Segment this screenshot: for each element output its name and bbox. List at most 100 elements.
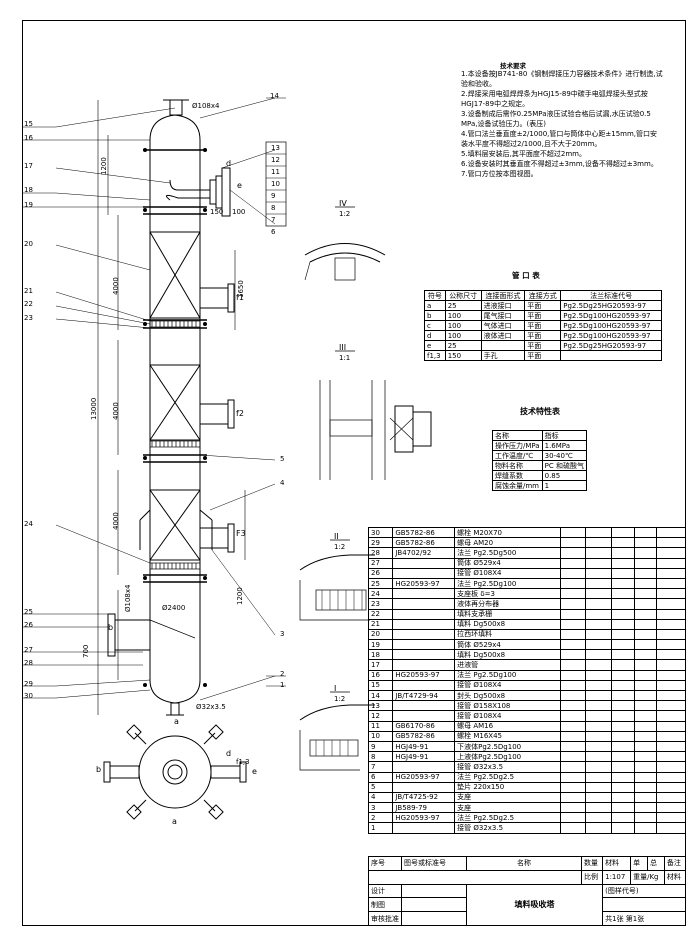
note-line: 验和验收。 (461, 80, 496, 88)
bom-name: 液体再分布器 (454, 598, 561, 610)
bom-empty-cell (656, 547, 686, 559)
bom-empty-cell (559, 771, 587, 783)
bom-empty-cell (656, 659, 686, 671)
leader-2: 2 (280, 670, 285, 678)
bom-header-no: 序号 (368, 856, 402, 871)
plan-a-label: a (172, 817, 177, 826)
note-line: 4.管口法兰垂直度±2/1000,管口与筒体中心距±15mm,管口安 (461, 130, 658, 138)
bom-empty-cell (559, 710, 587, 722)
bom-code (392, 679, 456, 692)
tech-table-title: 技术特性表 (520, 407, 560, 416)
dim-bottom-pipe: Ø32x3.5 (196, 703, 226, 711)
bom-name: 法兰 Pg2.5Dg500 (454, 547, 561, 559)
bom-empty-cell (611, 720, 635, 732)
bom-empty-cell (633, 781, 658, 793)
bom-empty-cell (611, 557, 635, 569)
bom-empty-cell (633, 628, 658, 641)
table-cell: 物料名称 (492, 460, 543, 471)
bom-empty-cell (559, 618, 587, 630)
bom-empty-cell (633, 730, 658, 742)
bom-name: 支座板 δ=3 (454, 588, 561, 600)
bom-empty-cell (656, 822, 686, 834)
table-cell: 手孔 (480, 350, 526, 361)
table-cell: Pg2.5Dg25HG20593-97 (560, 300, 662, 311)
table-header: 连接面形式 (480, 290, 526, 301)
bom-name: 封头 Dg500x8 (454, 689, 561, 702)
table-cell: 25 (444, 340, 482, 351)
leader-23: 23 (24, 314, 33, 322)
dim-top-nozzle: Ø108x4 (192, 102, 220, 110)
plan-e-label: e (252, 767, 257, 776)
bom-code: GB5782-86 (392, 537, 456, 549)
bom-name: 螺栓 M20X70 (454, 526, 561, 539)
table-header: 公称尺寸 (444, 290, 482, 301)
bom-empty-cell (656, 588, 686, 600)
title-row: 比例 1:107 重量/Kg 材料 (368, 869, 687, 885)
bom-name: 接管 Ø32x3.5 (454, 822, 561, 834)
bom-empty-cell (656, 526, 686, 539)
bom-empty-cell (611, 537, 635, 549)
bom-empty-cell (585, 588, 613, 600)
bom-empty-cell (559, 689, 587, 702)
bom-empty-cell (585, 720, 613, 732)
bom-code (392, 822, 456, 834)
nozzle-table-title: 管 口 表 (512, 271, 540, 280)
bom-code: HG20593-97 (392, 577, 456, 590)
leader-24: 24 (24, 520, 33, 528)
bom-name: 法兰 Pg2.5Dg100 (454, 577, 561, 590)
bom-empty-cell (585, 547, 613, 559)
dim-4000-c: 4000 (112, 512, 120, 530)
table-cell: 1.6MPa (541, 440, 587, 451)
bom-empty-cell (656, 740, 686, 753)
view-i-scale: 1:2 (334, 695, 346, 703)
table-cell: 平面 (524, 320, 562, 331)
draw-label: 制图 (368, 897, 402, 913)
bom-empty-cell (559, 791, 587, 804)
bom-empty-cell (633, 618, 658, 630)
table-cell: 指标 (541, 430, 587, 441)
bom-empty-cell (633, 802, 658, 814)
leader-27: 27 (24, 646, 33, 654)
bom-empty-cell (611, 598, 635, 610)
nozzle-a-label: a (174, 717, 179, 726)
bom-empty-cell (633, 547, 658, 559)
table-cell: 平面 (524, 330, 562, 341)
bom-empty-cell (559, 598, 587, 610)
bom-no: 10 (367, 730, 394, 742)
bom-empty-cell (611, 761, 635, 773)
bom-code (392, 588, 456, 600)
note-line: 装水平度不得超过2/1000,且不大于20mm。 (461, 140, 602, 148)
table-cell: Pg2.5Dg100HG20593-97 (560, 330, 662, 341)
bom-empty-cell (559, 659, 587, 671)
bom-code (392, 781, 456, 793)
bom-no: 21 (367, 618, 394, 630)
bom-empty-cell (656, 608, 686, 620)
bom-empty-cell (633, 659, 658, 671)
bom-no: 8 (367, 751, 394, 763)
view-iii-scale: 1:1 (339, 354, 351, 362)
bom-empty-cell (585, 628, 613, 641)
bom-empty-cell (585, 659, 613, 671)
bom-empty-cell (611, 567, 635, 579)
notes-heading: 技术要求 (500, 62, 526, 70)
bom-empty-cell (656, 720, 686, 732)
bom-empty-cell (656, 771, 686, 783)
note-line: 3.设备制成后需作0.25MPa液压试验合格后试漏,水压试验0.5 (461, 110, 651, 118)
bom-name: 螺栓 M16X45 (454, 730, 561, 742)
bom-empty-cell (611, 659, 635, 671)
bom-empty-cell (611, 700, 635, 712)
bom-empty-cell (611, 791, 635, 804)
bom-empty-cell (585, 598, 613, 610)
bom-empty-cell (633, 689, 658, 702)
bom-header-name: 名称 (466, 856, 582, 871)
bom-empty-cell (611, 628, 635, 641)
